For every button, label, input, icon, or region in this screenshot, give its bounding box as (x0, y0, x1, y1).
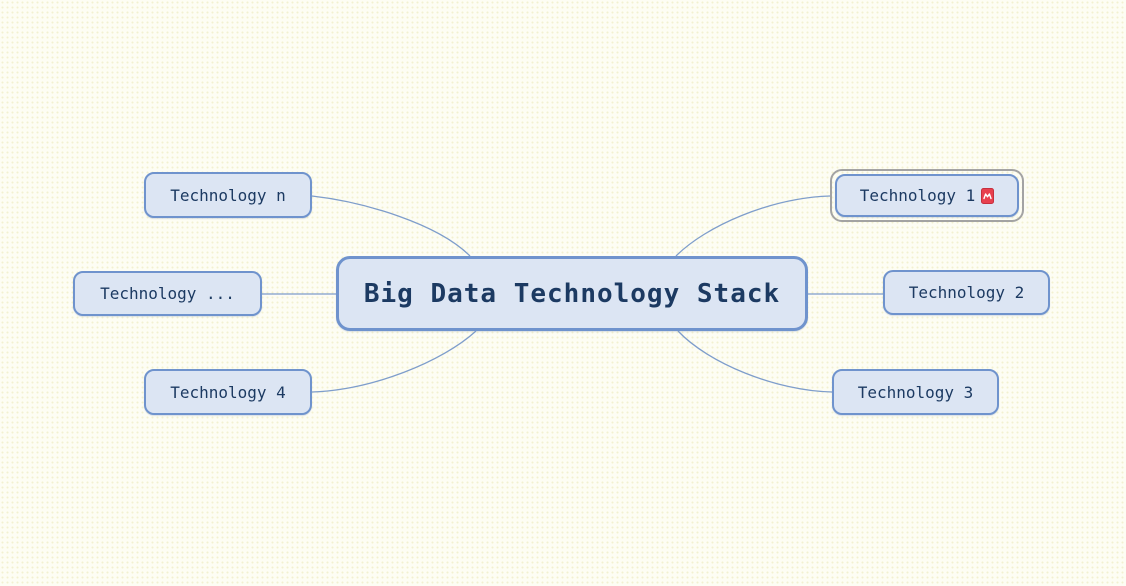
node-technology-1[interactable]: Technology 1 (835, 174, 1019, 217)
edge-root-to-technology-4 (311, 330, 477, 393)
node-label: Technology 2 (908, 283, 1025, 302)
node-technology-n[interactable]: Technology n (144, 172, 312, 218)
node-root[interactable]: Big Data Technology Stack (336, 256, 808, 331)
edge-root-to-technology-n (311, 195, 471, 257)
node-label: Technology 1 (859, 186, 976, 205)
node-technology-2[interactable]: Technology 2 (883, 270, 1050, 315)
node-label: Technology ... (100, 284, 235, 303)
node-label: Technology n (170, 185, 286, 205)
edge-root-to-technology-3 (677, 330, 833, 393)
node-root-label: Big Data Technology Stack (363, 278, 781, 309)
node-technology-3[interactable]: Technology 3 (832, 369, 999, 415)
red-document-icon (981, 187, 995, 204)
selection-ring: Technology 1 (830, 169, 1024, 222)
node-label: Technology 4 (170, 382, 286, 402)
node-technology-4[interactable]: Technology 4 (144, 369, 312, 415)
node-label: Technology 3 (857, 382, 974, 402)
edge-root-to-technology-1 (675, 195, 831, 257)
node-technology-dots[interactable]: Technology ... (73, 271, 262, 316)
